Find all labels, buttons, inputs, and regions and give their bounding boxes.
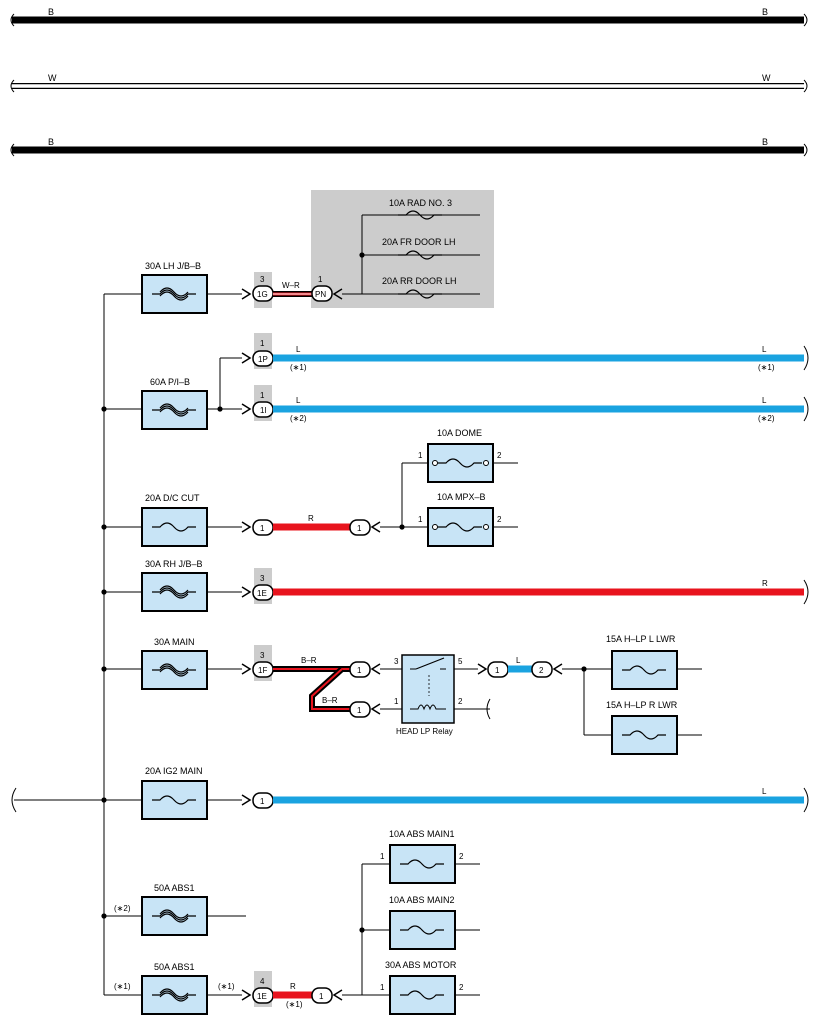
connector-lwr-b[interactable] [531,661,553,678]
svg-text:1G: 1G [257,290,268,299]
wire-code-dc-r: R [308,514,314,523]
svg-text:1: 1 [357,706,362,715]
svg-text:L: L [762,396,767,405]
svg-text:1: 1 [418,515,423,524]
svg-text:1: 1 [380,983,385,992]
svg-text:(∗1): (∗1) [218,982,235,991]
pin-1e: 3 [260,574,265,583]
svg-text:(∗1): (∗1) [286,1000,303,1009]
svg-text:5: 5 [458,657,463,666]
wire-code-b1-left: B [48,7,54,17]
wire-code-ig2-l: L [762,787,767,796]
pin-1p: 1 [260,339,265,348]
pin-1f: 3 [260,651,265,660]
svg-text:1P: 1P [258,355,268,364]
wire-code-b2-right: B [762,137,768,147]
top-wire-w: W W [10,73,808,93]
jb-shade-region [311,190,494,308]
fuse-label-rr-door: 20A RR DOOR LH [382,276,457,286]
fuse-label-main: 30A MAIN [154,637,195,647]
pin-abs-1e: 4 [260,977,265,986]
connector-pn[interactable] [311,285,333,302]
fuse-label-abs-main2: 10A ABS MAIN2 [389,895,455,905]
row-abs1-a: (∗2) 50A ABS1 [104,883,246,936]
pin-1i: 1 [260,391,265,400]
fuse-label-dc-cut: 20A D/C CUT [145,493,200,503]
fuse-label-abs1-a: 50A ABS1 [154,883,195,893]
svg-text:1: 1 [380,852,385,861]
svg-text:2: 2 [459,983,464,992]
svg-text:1: 1 [319,992,324,1001]
svg-text:L: L [762,345,767,354]
svg-text:2: 2 [458,697,463,706]
pin-pn: 1 [318,275,323,284]
fuse-label-rh-jb: 30A RH J/B–B [145,559,203,569]
fuse-label-abs-motor: 30A ABS MOTOR [385,960,457,970]
fuse-label-fr-door: 20A FR DOOR LH [382,237,456,247]
row-lh-jb: 30A LH J/B–B 3 1G W–R 1 PN 10A RAD NO. 3… [104,198,480,314]
svg-text:1E: 1E [257,589,267,598]
wire-code-w-left: W [48,73,57,83]
pin-1g: 3 [260,275,265,284]
svg-text:2: 2 [459,852,464,861]
connector-relay-a[interactable] [349,661,371,678]
svg-text:1: 1 [418,451,423,460]
fuse-label-lh-jb: 30A LH J/B–B [145,261,201,271]
wire-code-b-r-bottom: B–R [322,696,338,705]
svg-text:1: 1 [357,524,362,533]
wire-code-b-r-top: B–R [301,656,317,665]
note-1p: (∗1) [290,363,307,372]
connector-abs-c[interactable] [311,987,333,1004]
row-main: 30A MAIN 3 1F B–R B–R 1 1 3 5 1 2 HE [104,634,702,755]
row-rh-jb: 30A RH J/B–B 3 1E R [104,559,809,612]
note-abs1-b: (∗1) [114,982,131,991]
connector-dc-b[interactable] [349,519,371,536]
svg-text:1E: 1E [257,992,267,1001]
row-abs1-b: (∗1) 50A ABS1 (∗1) 4 1E R (∗1) 1 10A ABS… [104,829,480,1015]
svg-text:1I: 1I [260,406,267,415]
relay-label: HEAD LP Relay [396,727,453,736]
svg-text:3: 3 [394,657,399,666]
row-dc-cut: 20A D/C CUT 1 R 1 10A DOME 1 2 10A MPX–B… [104,428,518,547]
svg-text:L: L [296,396,301,405]
note-1i: (∗2) [290,414,307,423]
top-wire-b2: B B [10,137,808,157]
svg-text:(∗1): (∗1) [758,363,775,372]
fuse-label-hlp-r: 15A H–LP R LWR [606,700,678,710]
fuse-label-dome: 10A DOME [437,428,482,438]
wire-code-w-right: W [762,73,771,83]
wire-code-b2-left: B [48,137,54,147]
svg-text:2: 2 [497,515,502,524]
note-abs1-a: (∗2) [114,904,131,913]
top-wire-b1: B B [10,7,808,27]
wire-code-rh-r: R [762,579,768,588]
wire-code-lwr-l: L [516,656,521,665]
wire-code-abs-r: R [290,982,296,991]
fuse-label-abs-main1: 10A ABS MAIN1 [389,829,455,839]
row-pib: 60A P/I–B 1 1P L L (∗1) (∗1) 1 1I L L (∗… [104,333,809,430]
svg-text:1: 1 [357,666,362,675]
row-ig2: 20A IG2 MAIN 1 L [104,766,809,820]
svg-text:1: 1 [260,524,265,533]
svg-text:(∗2): (∗2) [758,414,775,423]
svg-text:2: 2 [539,666,544,675]
svg-text:1: 1 [260,797,265,806]
connector-relay-b[interactable] [349,701,371,718]
head-lp-relay[interactable] [401,654,455,724]
wire-code-b1-right: B [762,7,768,17]
fuse-label-abs1-b: 50A ABS1 [154,962,195,972]
svg-text:1: 1 [394,697,399,706]
fuse-label-hlp-l: 15A H–LP L LWR [606,634,676,644]
svg-text:2: 2 [497,451,502,460]
fuse-label-ig2: 20A IG2 MAIN [145,766,203,776]
wire-code-w-r: W–R [282,281,300,290]
fuse-label-pib: 60A P/I–B [150,377,190,387]
fuse-label-mpx: 10A MPX–B [437,492,486,502]
svg-text:1: 1 [495,666,500,675]
fuse-label-rad3: 10A RAD NO. 3 [389,198,452,208]
svg-text:1F: 1F [258,666,267,675]
wire-code-1p-l: L [296,345,301,354]
svg-text:PN: PN [315,290,326,299]
